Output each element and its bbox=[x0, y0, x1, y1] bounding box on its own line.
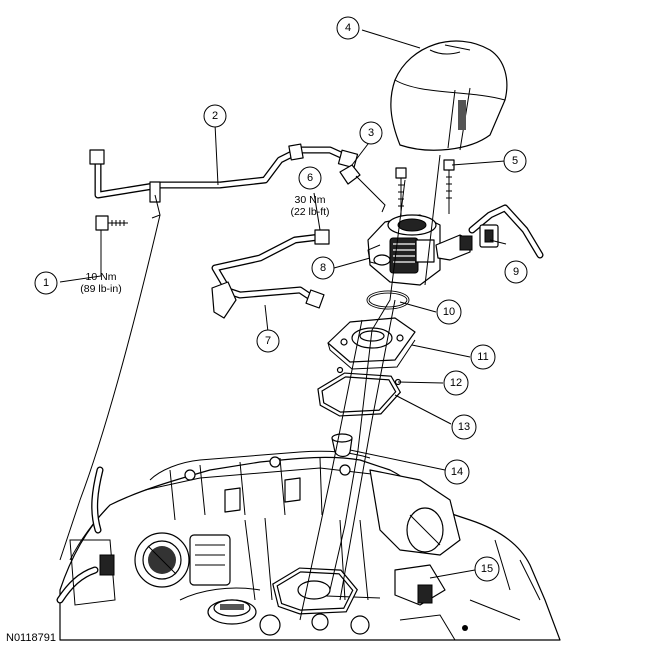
callout-9: 9 bbox=[504, 260, 528, 284]
callout-6-torque-lbft: (22 lb-ft) bbox=[290, 206, 329, 218]
callout-2: 2 bbox=[203, 104, 227, 128]
callout-6-number: 6 bbox=[307, 172, 313, 184]
callout-10: 10 bbox=[436, 299, 462, 325]
fitting-3 bbox=[339, 164, 386, 213]
pump-cover bbox=[390, 40, 508, 151]
callout-2-number: 2 bbox=[212, 110, 218, 122]
callout-3-number: 3 bbox=[368, 127, 374, 139]
callout-4-number: 4 bbox=[345, 22, 351, 34]
callout-15: 15 bbox=[474, 556, 500, 582]
mounting-pad bbox=[272, 567, 358, 615]
callout-6-torque-nm: 30 Nm bbox=[295, 194, 326, 206]
callout-3: 3 bbox=[359, 121, 383, 145]
fuel-line bbox=[89, 143, 359, 219]
callout-12: 12 bbox=[443, 370, 469, 396]
callout-5: 5 bbox=[503, 149, 527, 173]
callout-8-number: 8 bbox=[320, 262, 326, 274]
bolt-1 bbox=[95, 215, 128, 231]
callout-14-number: 14 bbox=[451, 466, 463, 478]
callout-13-number: 13 bbox=[458, 421, 470, 433]
callout-9-number: 9 bbox=[513, 266, 519, 278]
figure-reference-id: N0118791 bbox=[6, 632, 56, 644]
alignment-lines bbox=[59, 154, 441, 621]
callout-1: 1 10 Nm (89 lb-in) bbox=[34, 271, 122, 295]
callout-11-number: 11 bbox=[477, 351, 488, 363]
gasket-13 bbox=[317, 372, 402, 417]
engine-intake-manifold bbox=[56, 450, 561, 641]
callout-11: 11 bbox=[470, 344, 496, 370]
callout-1-torque-lbin: (89 lb-in) bbox=[80, 283, 121, 295]
callout-15-number: 15 bbox=[481, 563, 493, 575]
callout-14: 14 bbox=[444, 459, 470, 485]
callout-6: 6 30 Nm (22 lb-ft) bbox=[290, 166, 330, 218]
callout-7: 7 bbox=[256, 329, 280, 353]
callout-5-number: 5 bbox=[512, 155, 518, 167]
adapter-flange bbox=[327, 317, 416, 370]
callout-12-number: 12 bbox=[450, 377, 462, 389]
callout-1-torque-nm: 10 Nm bbox=[86, 271, 117, 283]
callout-4: 4 bbox=[336, 16, 360, 40]
leader-lines bbox=[59, 29, 507, 579]
callout-13: 13 bbox=[451, 414, 477, 440]
callout-8: 8 bbox=[311, 256, 335, 280]
o-ring bbox=[366, 290, 410, 310]
fuel-tube-7 bbox=[211, 229, 330, 319]
callout-10-number: 10 bbox=[443, 306, 455, 318]
callout-1-number: 1 bbox=[43, 277, 49, 289]
callout-7-number: 7 bbox=[265, 335, 271, 347]
